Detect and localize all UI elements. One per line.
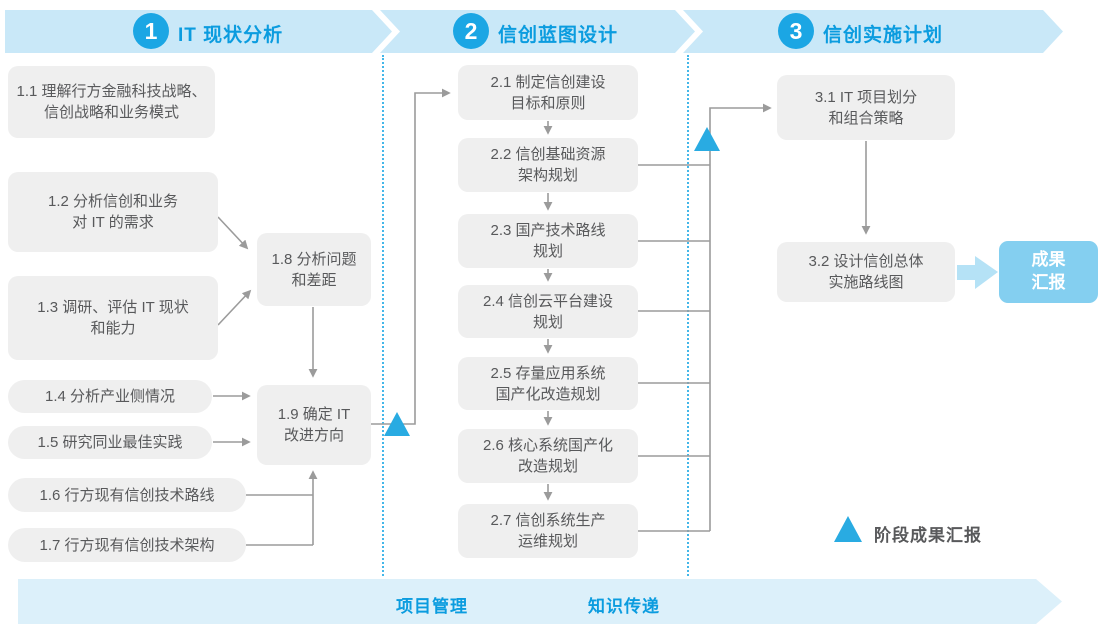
connector-1-2-to-1-8 bbox=[217, 216, 249, 250]
connector-1-9-to-2-1 bbox=[371, 88, 451, 425]
phase-number-badge-2: 2 bbox=[453, 13, 489, 49]
step-1-7: 1.7 行方现有信创技术架构 bbox=[8, 528, 246, 562]
step-2-1-line1: 2.1 制定信创建设 bbox=[490, 73, 606, 91]
step-2-6: 2.6 核心系统国产化 改造规划 bbox=[458, 429, 638, 483]
step-2-3-line2: 规划 bbox=[532, 243, 563, 260]
step-1-5-line1: 1.5 研究同业最佳实践 bbox=[37, 434, 183, 451]
step-3-1-line1: 3.1 IT 项目划分 bbox=[814, 88, 918, 106]
phase-divider-1-2 bbox=[382, 55, 384, 576]
phase-banner-1 bbox=[5, 10, 392, 53]
phase-banner-2 bbox=[380, 10, 695, 53]
phase-divider-2-3 bbox=[687, 55, 689, 576]
step-1-9-line2: 改进方向 bbox=[283, 427, 344, 444]
phase-number-badge-1: 1 bbox=[133, 13, 169, 49]
milestone-triangle-phase1 bbox=[384, 412, 410, 436]
result-report-line1: 成果 bbox=[1031, 250, 1066, 270]
phase-title-1: IT 现状分析 bbox=[178, 25, 284, 46]
step-2-2: 2.2 信创基础资源 架构规划 bbox=[458, 138, 638, 192]
step-1-1-line2: 信创战略和业务模式 bbox=[43, 104, 179, 121]
legend-label: 阶段成果汇报 bbox=[874, 526, 982, 545]
step-2-1: 2.1 制定信创建设 目标和原则 bbox=[458, 65, 638, 120]
step-2-5-line2: 国产化改造规划 bbox=[495, 385, 601, 403]
step-1-6: 1.6 行方现有信创技术路线 bbox=[8, 478, 246, 512]
milestone-triangle-phase2 bbox=[694, 127, 720, 151]
step-3-1-line2: 和组合策略 bbox=[828, 109, 904, 127]
step-2-6-line1: 2.6 核心系统国产化 bbox=[482, 437, 614, 454]
step-1-8-line2: 和差距 bbox=[291, 271, 337, 289]
step-1-7-line1: 1.7 行方现有信创技术架构 bbox=[39, 536, 215, 554]
step-1-3-line1: 1.3 调研、评估 IT 现状 bbox=[37, 299, 189, 316]
step-1-8-line1: 1.8 分析问题 bbox=[271, 250, 357, 268]
step-1-9-line1: 1.9 确定 IT bbox=[277, 406, 351, 423]
step-1-6-line1: 1.6 行方现有信创技术路线 bbox=[39, 486, 215, 504]
result-report-box: 成果 汇报 bbox=[999, 241, 1098, 303]
legend-triangle-icon bbox=[834, 516, 862, 542]
step-2-6-line2: 改造规划 bbox=[517, 458, 578, 475]
step-1-2-line1: 1.2 分析信创和业务 bbox=[47, 193, 179, 210]
step-1-3: 1.3 调研、评估 IT 现状 和能力 bbox=[8, 276, 218, 360]
project-management-label: 项目管理 bbox=[396, 597, 468, 616]
phase-banner-3 bbox=[683, 10, 1063, 53]
step-1-4-line1: 1.4 分析产业侧情况 bbox=[44, 388, 176, 405]
step-3-2: 3.2 设计信创总体 实施路线图 bbox=[777, 242, 955, 302]
step-2-5: 2.5 存量应用系统 国产化改造规划 bbox=[458, 357, 638, 410]
step-1-4: 1.4 分析产业侧情况 bbox=[8, 380, 212, 413]
step-2-3: 2.3 国产技术路线 规划 bbox=[458, 214, 638, 268]
step-2-3-line1: 2.3 国产技术路线 bbox=[490, 222, 606, 239]
step-1-5: 1.5 研究同业最佳实践 bbox=[8, 426, 212, 459]
step-3-2-line2: 实施路线图 bbox=[828, 274, 904, 291]
phase-title-3: 信创实施计划 bbox=[823, 25, 944, 46]
phase-title-2: 信创蓝图设计 bbox=[498, 25, 619, 46]
step-1-9: 1.9 确定 IT 改进方向 bbox=[257, 385, 371, 465]
phase-number-badge-3: 3 bbox=[778, 13, 814, 49]
connector-1-3-to-1-8 bbox=[217, 289, 252, 326]
step-1-1: 1.1 理解行方金融科技战略、 信创战略和业务模式 bbox=[8, 66, 215, 138]
thick-arrow-3-2-to-result bbox=[957, 256, 998, 289]
step-2-2-line2: 架构规划 bbox=[517, 167, 578, 184]
step-1-2: 1.2 分析信创和业务 对 IT 的需求 bbox=[8, 172, 218, 252]
step-3-2-line1: 3.2 设计信创总体 bbox=[808, 253, 924, 270]
step-1-3-line2: 和能力 bbox=[90, 320, 136, 337]
step-3-1: 3.1 IT 项目划分 和组合策略 bbox=[777, 75, 955, 140]
bottom-banner bbox=[18, 579, 1062, 624]
step-2-4-line1: 2.4 信创云平台建设 bbox=[482, 292, 614, 310]
step-2-7-line2: 运维规划 bbox=[517, 533, 578, 550]
step-1-8: 1.8 分析问题 和差距 bbox=[257, 233, 371, 306]
step-2-7: 2.7 信创系统生产 运维规划 bbox=[458, 504, 638, 558]
step-2-4: 2.4 信创云平台建设 规划 bbox=[458, 285, 638, 338]
collector-to-3-1 bbox=[709, 103, 772, 531]
step-1-1-line1: 1.1 理解行方金融科技战略、 bbox=[16, 83, 207, 100]
step-2-5-line1: 2.5 存量应用系统 bbox=[490, 364, 606, 382]
step-2-2-line1: 2.2 信创基础资源 bbox=[490, 146, 606, 163]
result-report-line2: 汇报 bbox=[1031, 273, 1066, 292]
step-2-1-line2: 目标和原则 bbox=[510, 94, 586, 112]
step-2-4-line2: 规划 bbox=[532, 313, 563, 331]
step-2-7-line1: 2.7 信创系统生产 bbox=[490, 512, 606, 529]
knowledge-transfer-label: 知识传递 bbox=[588, 597, 660, 616]
step-1-2-line2: 对 IT 的需求 bbox=[72, 214, 154, 231]
